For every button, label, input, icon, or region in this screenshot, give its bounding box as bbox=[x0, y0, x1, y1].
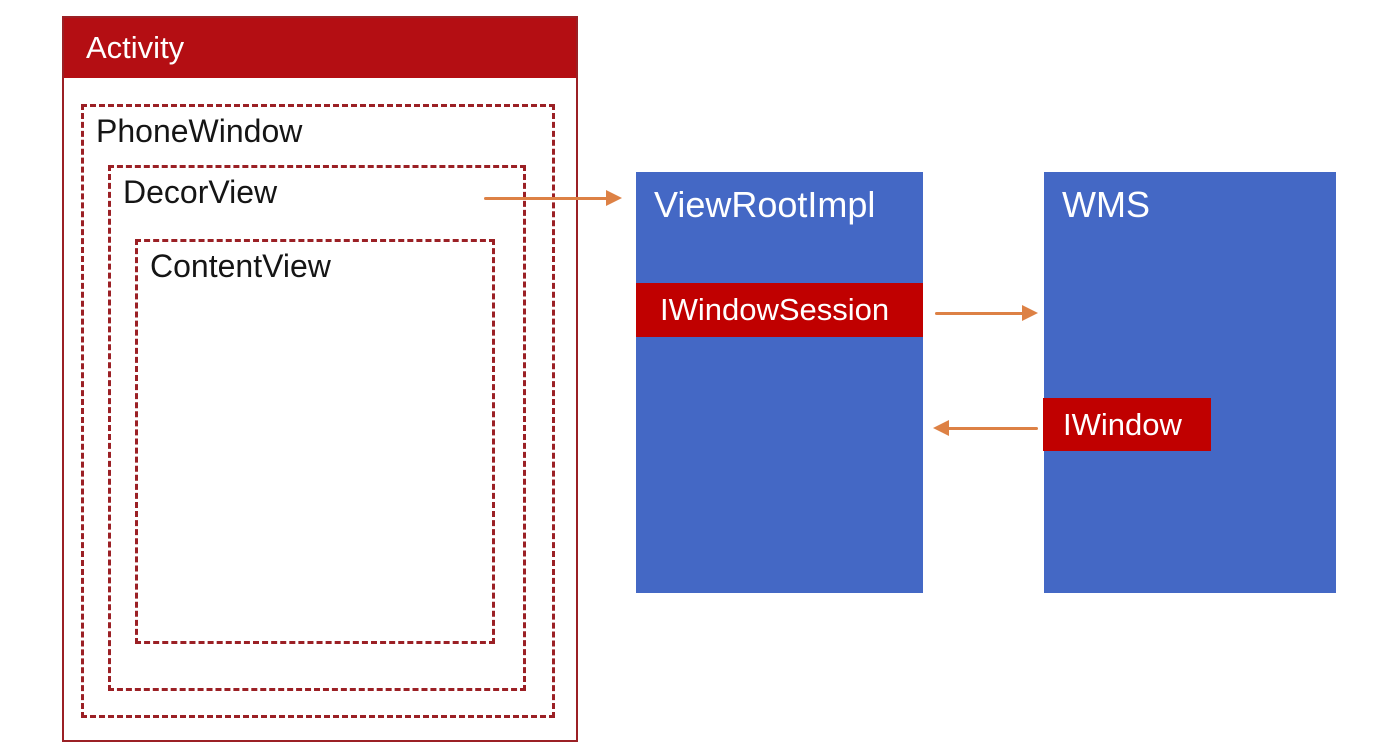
activity-header: Activity bbox=[64, 18, 576, 78]
arrow-head-icon bbox=[1022, 305, 1038, 321]
viewrootimpl-label: ViewRootImpl bbox=[654, 184, 876, 225]
activity-label: Activity bbox=[86, 30, 185, 65]
iwindowsession-band: IWindowSession bbox=[636, 283, 923, 337]
arrow-shaft bbox=[945, 426, 1038, 430]
arrow-iwindowsession-to-wms-icon bbox=[935, 304, 1038, 322]
wms-box: WMS IWindow bbox=[1043, 172, 1336, 593]
activity-box: Activity PhoneWindow DecorView ContentVi… bbox=[62, 16, 578, 742]
arrow-decorview-to-viewrootimpl-icon bbox=[484, 189, 622, 207]
arrow-shaft bbox=[484, 196, 610, 200]
iwindow-band: IWindow bbox=[1043, 398, 1211, 451]
contentview-label: ContentView bbox=[150, 248, 331, 284]
wms-label: WMS bbox=[1062, 184, 1150, 225]
decorview-box: DecorView ContentView bbox=[108, 165, 526, 691]
decorview-label: DecorView bbox=[123, 174, 278, 210]
arrow-head-icon bbox=[933, 420, 949, 436]
viewrootimpl-box: ViewRootImpl IWindowSession bbox=[636, 172, 923, 593]
arrow-iwindow-to-viewrootimpl-icon bbox=[933, 419, 1038, 437]
arrow-head-icon bbox=[606, 190, 622, 206]
phonewindow-box: PhoneWindow DecorView ContentView bbox=[81, 104, 555, 718]
arrow-shaft bbox=[935, 311, 1026, 315]
contentview-box: ContentView bbox=[135, 239, 495, 644]
phonewindow-label: PhoneWindow bbox=[96, 113, 303, 149]
